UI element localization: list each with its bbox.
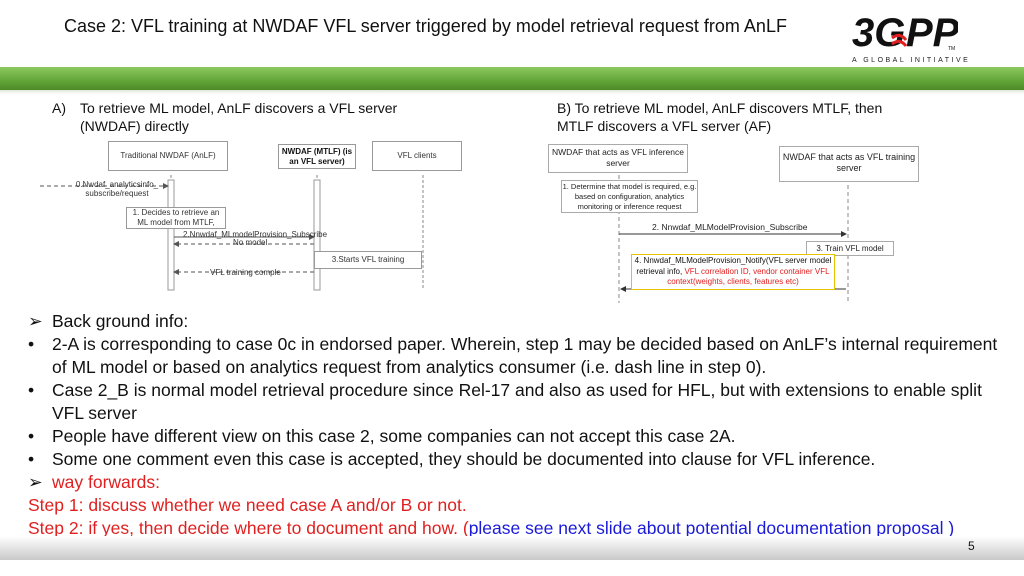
b-step4-box: 4. Nnwdaf_MLModelProvision_Notify(VFL se…: [631, 254, 835, 290]
slide-title: Case 2: VFL training at NWDAF VFL server…: [64, 16, 787, 36]
lane-inference-server: NWDAF that acts as VFL inference server: [548, 144, 688, 173]
no-model-label: No model: [233, 238, 268, 247]
logo-tagline: A GLOBAL INITIATIVE: [852, 57, 971, 64]
bullet-comment: • Some one comment even this case is acc…: [28, 448, 1003, 471]
section-a-header-line1: To retrieve ML model, AnLF discovers a V…: [80, 100, 398, 116]
bullet-views: • People have different view on this cas…: [28, 425, 1003, 448]
bullet-text: 2-A is corresponding to case 0c in endor…: [52, 334, 998, 377]
section-a-marker: A): [52, 100, 66, 116]
step1-text: Step 1: discuss whether we need case A a…: [28, 495, 467, 515]
b-step1-box: 1. Determine that model is required, e.g…: [561, 180, 698, 213]
bullet-marker: •: [28, 426, 35, 446]
step2-label: 2.Nnwdaf_MLmodelProvision_Subscribe: [183, 230, 328, 239]
bullet-text: Case 2_B is normal model retrieval proce…: [52, 380, 982, 423]
bullet-marker: •: [28, 334, 35, 354]
b-step4-red-text: VFL correlation ID, vendor container VFL…: [667, 266, 830, 287]
bullet-marker: •: [28, 449, 35, 469]
body-text: ➢ Back ground info: • 2-A is correspondi…: [28, 310, 1003, 540]
header-bar-shadow: [0, 90, 1024, 94]
bullet-marker: ➢: [28, 311, 43, 331]
section-a-sequence-lines: [40, 175, 424, 291]
bullet-text: People have different view on this case …: [52, 426, 736, 446]
b-step4-text: 4. Nnwdaf_MLModelProvision_Notify(VFL se…: [634, 256, 832, 276]
bullet-background-info: ➢ Back ground info:: [28, 310, 1003, 333]
b-step2-label: 2. Nnwdaf_MLModelProvision_Subscribe: [652, 222, 808, 232]
bullet-2b: • Case 2_B is normal model retrieval pro…: [28, 379, 1003, 425]
bullet-marker: •: [28, 380, 35, 400]
step3-box: 3.Starts VFL training: [314, 251, 422, 269]
step1-box: 1. Decides to retrieve an ML model from …: [126, 207, 226, 229]
lane-mtlf: NWDAF (MTLF) (is an VFL server): [278, 144, 356, 169]
lane-training-server: NWDAF that acts as VFL training server: [779, 146, 919, 182]
b-step3-box: 3. Train VFL model: [806, 241, 894, 256]
section-b-header-line1: B) To retrieve ML model, AnLF discovers …: [557, 100, 883, 116]
header-green-bar: [0, 67, 1024, 90]
step2-red-text: Step 2: if yes, then decide where to doc…: [28, 518, 469, 538]
step2-text: Step 2: if yes, then decide where to doc…: [28, 517, 1003, 540]
footer-bar: [0, 536, 1024, 560]
bullet-2a: • 2-A is corresponding to case 0c in end…: [28, 333, 1003, 379]
section-a-header: A) To retrieve ML model, AnLF discovers …: [52, 99, 492, 135]
training-complete-label: VFL training comple: [210, 268, 281, 277]
section-a-header-line2: (NWDAF) directly: [80, 118, 189, 134]
svg-text:TM: TM: [948, 46, 955, 52]
svg-text:PP: PP: [906, 11, 958, 55]
section-b-header-line2: MTLF discovers a VFL server (AF): [557, 118, 772, 134]
svg-text:3G: 3G: [852, 11, 905, 55]
way-forward-heading: ➢ way forwards:: [28, 471, 1003, 494]
way-forward-text: way forwards:: [52, 472, 160, 492]
page-number: 5: [968, 539, 975, 553]
lane-anlf: Traditional NWDAF (AnLF): [108, 141, 228, 171]
step0-label: 0.Nwdaf_analyticsinfo_ subscribe/request: [75, 180, 159, 198]
3gpp-logo: 3G PP TM: [852, 11, 958, 55]
step2-blue-text: please see next slide about potential do…: [468, 518, 955, 538]
bullet-text: Back ground info:: [52, 311, 189, 331]
lane-vfl-clients: VFL clients: [372, 141, 462, 171]
section-b-header: B) To retrieve ML model, AnLF discovers …: [557, 99, 937, 135]
way-forward-marker: ➢: [28, 472, 43, 492]
bullet-text: Some one comment even this case is accep…: [52, 449, 876, 469]
